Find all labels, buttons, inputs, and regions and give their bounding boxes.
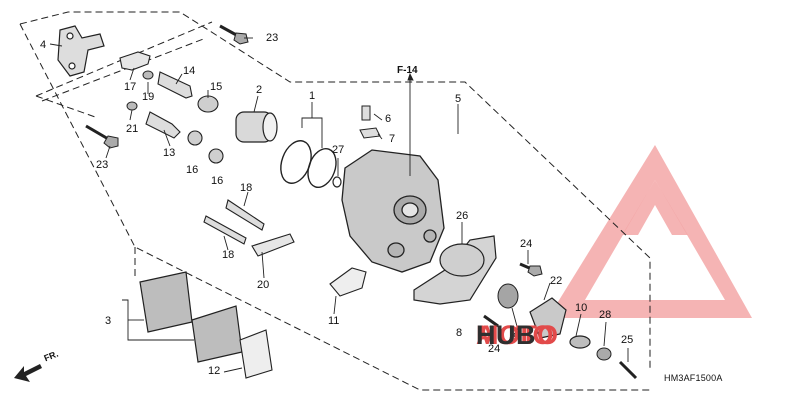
watermark-part2: MOTO [476,320,559,350]
clip-part-17 [119,51,151,71]
callout-9: 9 [513,331,520,343]
spring-part-20 [251,233,295,257]
piston-part-2 [235,111,278,143]
watermark-part1: AUTO [476,320,555,350]
brake-pads-part-3 [139,271,243,363]
callout-5: 5 [455,93,462,105]
shim-part-12 [239,329,273,379]
boots [187,95,224,164]
callout-2: 2 [256,84,263,96]
callout-25: 25 [621,334,634,346]
slider-part-10 [529,297,591,349]
callout-8: 8 [456,327,463,339]
callout-15: 15 [210,81,223,93]
callout-22: 22 [550,275,563,287]
pad-spring-part-11 [329,267,367,297]
callout-24-bottom: 24 [488,343,501,355]
callout-13: 13 [163,147,176,159]
callout-6: 6 [385,113,392,125]
bolts-24-25-28 [483,262,638,380]
callout-18-a: 18 [240,182,253,194]
callout-21: 21 [126,123,139,135]
callout-11: 11 [328,315,340,327]
watermark-logo-icon [548,145,752,318]
callout-1: 1 [309,90,316,102]
callout-26: 26 [456,210,469,222]
callout-18-b: 18 [222,249,235,261]
callout-16-a: 16 [186,164,199,176]
pins [145,71,193,139]
callout-17: 17 [124,81,137,93]
callout-3: 3 [105,315,112,327]
callout-24-right: 24 [520,238,533,250]
callout-4: 4 [40,39,47,51]
callout-14: 14 [183,65,196,77]
front-direction-arrow-icon [14,364,42,382]
bleeder-screw [359,105,381,139]
assembly-frame-lines [19,11,651,391]
pad-pins-part-18 [203,199,265,245]
bracket-part-4 [57,25,105,77]
washers [126,70,154,111]
callout-23-left: 23 [96,159,109,171]
callout-20: 20 [257,279,270,291]
callout-23-top: 23 [266,32,279,44]
watermark-part3: HUB [476,320,536,350]
reference-f14: F-14 [397,65,418,76]
seal-part-27 [332,176,342,188]
callout-27: 27 [332,144,345,156]
diagram-code: HM3AF1500A [664,373,723,383]
callout-16-b: 16 [211,175,224,187]
caliper-body-part-5 [341,149,445,273]
callout-12: 12 [208,365,221,377]
spring-part-9 [497,283,519,309]
caliper-bracket-part-26 [413,235,497,305]
callout-28: 28 [599,309,612,321]
callout-7: 7 [389,133,396,145]
callout-19: 19 [142,91,155,103]
callout-10: 10 [575,302,588,314]
seal-kit-part-1 [280,140,337,189]
bolt-part-23 [85,24,249,149]
leader-lines [49,37,629,373]
